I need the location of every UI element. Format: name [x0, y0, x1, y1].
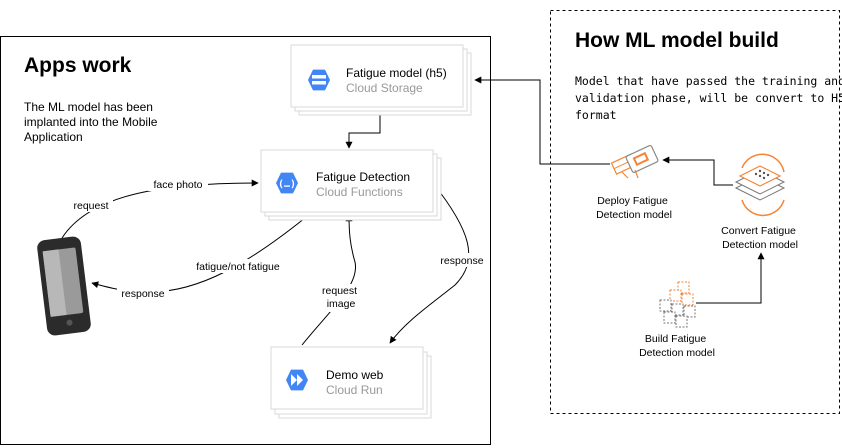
cloud-run-icon — [286, 369, 308, 391]
deploy-to-storage-edge — [474, 76, 610, 165]
functions-response-edge — [91, 217, 306, 293]
apps-desc-line: The ML model has been — [24, 100, 153, 114]
build-to-convert-edge — [696, 252, 765, 304]
deploy-label-line: Detection model — [596, 209, 672, 221]
mobile-phone-icon — [37, 236, 91, 336]
svg-text:(…): (…) — [278, 179, 296, 190]
request-image-line: request — [322, 285, 357, 297]
ml-desc-line: Model that have passed the training and — [575, 74, 842, 88]
ml-build-panel — [550, 10, 840, 414]
apps-work-panel — [0, 36, 491, 445]
build-label-line: Build Fatigue — [645, 333, 706, 345]
build-label-line: Detection model — [639, 347, 715, 359]
cloud-run-title: Demo web — [326, 368, 384, 382]
deploy-label-line: Deploy Fatigue — [597, 195, 668, 207]
request-image-line: image — [327, 298, 356, 310]
cloud-functions-subtitle: Cloud Functions — [316, 185, 403, 199]
ml-desc-line: format — [575, 108, 617, 122]
cloud-storage-card[interactable]: Fatigue model (h5) Cloud Storage — [290, 44, 472, 116]
apps-desc-line: implanted into the Mobile — [24, 115, 158, 129]
ml-build-description: Model that have passed the training and … — [575, 74, 842, 122]
cloud-storage-subtitle: Cloud Storage — [346, 81, 423, 95]
deploy-node-label: Deploy Fatigue Detection model — [596, 195, 672, 221]
storage-to-functions-edge — [345, 115, 381, 149]
request-image-edge-label: request image — [322, 285, 360, 310]
cloud-functions-card[interactable]: (…) Fatigue Detection Cloud Functions — [260, 149, 442, 221]
ml-build-title: How ML model build — [575, 29, 779, 52]
convert-to-deploy-edge — [662, 156, 733, 186]
build-blocks-icon[interactable] — [659, 281, 696, 328]
convert-label-line: Detection model — [722, 239, 798, 251]
request-edge-label: request — [73, 200, 108, 212]
deploy-satellite-icon[interactable] — [610, 144, 659, 179]
convert-label-line: Convert Fatigue — [721, 225, 796, 237]
face-photo-edge-label: face photo — [153, 179, 202, 191]
apps-desc-line: Application — [24, 130, 83, 144]
build-node-label: Build Fatigue Detection model — [639, 333, 715, 359]
convert-node-label: Convert Fatigue Detection model — [721, 225, 799, 251]
cloud-functions-icon: (…) — [276, 172, 298, 194]
convert-model-icon[interactable] — [734, 153, 786, 217]
apps-work-title: Apps work — [24, 54, 132, 77]
ml-desc-line: validation phase, will be convert to H5 — [575, 91, 842, 105]
cloud-run-subtitle: Cloud Run — [326, 383, 383, 397]
cloud-storage-title: Fatigue model (h5) — [346, 66, 447, 80]
response-right-edge-label: response — [440, 255, 483, 267]
cloud-functions-title: Fatigue Detection — [316, 170, 410, 184]
cloud-storage-icon — [308, 69, 330, 91]
functions-to-run-response-edge — [389, 182, 470, 344]
cloud-run-card[interactable]: Demo web Cloud Run — [270, 346, 432, 419]
apps-work-description: The ML model has been implanted into the… — [24, 100, 161, 144]
fatigue-result-edge-label: fatigue/not fatigue — [196, 261, 280, 273]
phone-request-edge — [61, 179, 259, 239]
response-left-edge-label: response — [121, 288, 164, 300]
run-request-edge — [301, 214, 357, 346]
